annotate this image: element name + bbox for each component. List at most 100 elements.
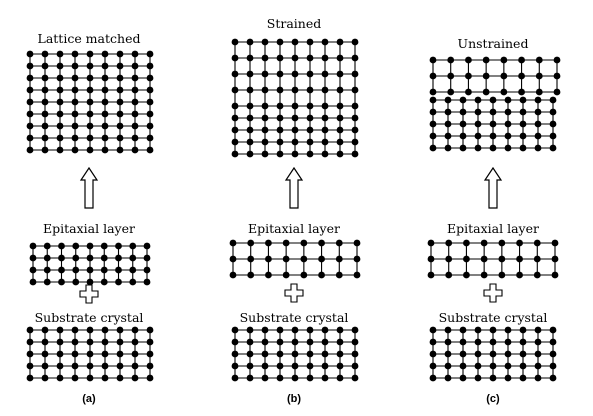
atom bbox=[276, 338, 284, 346]
atom bbox=[71, 86, 79, 94]
atom bbox=[146, 86, 154, 94]
atom bbox=[26, 74, 34, 82]
atom bbox=[276, 114, 284, 122]
atom bbox=[336, 38, 344, 46]
atom bbox=[489, 108, 497, 116]
epitaxial-label-a: Epitaxial layer bbox=[43, 221, 135, 236]
atom bbox=[351, 86, 359, 94]
atom bbox=[86, 338, 94, 346]
atom bbox=[265, 255, 272, 263]
atom bbox=[246, 150, 254, 158]
atom bbox=[318, 271, 325, 279]
atom bbox=[306, 86, 314, 94]
atom bbox=[71, 98, 79, 106]
atom bbox=[131, 134, 139, 142]
atom bbox=[474, 132, 482, 140]
atom bbox=[26, 362, 34, 370]
atom bbox=[115, 242, 122, 250]
atom bbox=[246, 54, 254, 62]
atom bbox=[246, 102, 254, 110]
atom bbox=[282, 255, 290, 263]
atom bbox=[101, 374, 109, 382]
atom bbox=[445, 271, 453, 279]
atom bbox=[534, 350, 542, 358]
atom bbox=[43, 278, 51, 286]
atom bbox=[129, 242, 137, 250]
atom bbox=[534, 96, 542, 104]
atom bbox=[41, 122, 49, 130]
substrate-label-a: Substrate crystal bbox=[35, 310, 144, 325]
atom bbox=[535, 56, 543, 64]
atom bbox=[229, 239, 237, 247]
atom bbox=[71, 110, 79, 118]
atom bbox=[143, 266, 151, 274]
atom bbox=[300, 255, 308, 263]
atom bbox=[115, 278, 122, 286]
atom bbox=[335, 255, 343, 263]
atom bbox=[429, 56, 437, 64]
plus-sign-c bbox=[483, 283, 503, 303]
atom bbox=[321, 362, 329, 370]
atom bbox=[291, 350, 299, 358]
atom bbox=[56, 62, 64, 70]
atom bbox=[429, 350, 437, 358]
atom bbox=[131, 50, 139, 58]
result-label-b: Strained bbox=[267, 16, 321, 31]
atom bbox=[58, 242, 65, 250]
atom bbox=[500, 88, 508, 96]
atom bbox=[26, 146, 34, 154]
atom bbox=[231, 38, 239, 46]
atom bbox=[101, 362, 109, 370]
atom bbox=[116, 326, 124, 334]
atom bbox=[549, 350, 557, 358]
atom bbox=[429, 108, 437, 116]
atom bbox=[321, 326, 329, 334]
atom bbox=[86, 362, 94, 370]
atom bbox=[276, 362, 284, 370]
atom bbox=[291, 38, 299, 46]
atom bbox=[429, 72, 437, 80]
atom bbox=[56, 86, 64, 94]
atom bbox=[247, 239, 255, 247]
atom bbox=[86, 242, 94, 250]
atom bbox=[336, 150, 344, 158]
atom bbox=[261, 138, 269, 146]
atom bbox=[519, 338, 527, 346]
atom bbox=[498, 271, 506, 279]
atom bbox=[261, 70, 269, 78]
atom bbox=[549, 144, 557, 152]
atom bbox=[504, 120, 512, 128]
atom bbox=[518, 56, 525, 64]
atom bbox=[56, 110, 64, 118]
atom bbox=[474, 338, 482, 346]
atom bbox=[116, 146, 124, 154]
atom bbox=[429, 96, 437, 104]
atom bbox=[56, 74, 64, 82]
atom bbox=[146, 122, 154, 130]
plus-sign-a bbox=[79, 284, 99, 304]
atom bbox=[504, 326, 512, 334]
atom bbox=[146, 338, 154, 346]
atom bbox=[276, 138, 284, 146]
atom bbox=[306, 374, 314, 382]
atom bbox=[551, 271, 559, 279]
atom bbox=[72, 254, 80, 262]
atom bbox=[71, 146, 79, 154]
atom bbox=[41, 374, 49, 382]
atom bbox=[306, 38, 314, 46]
atom bbox=[261, 102, 269, 110]
atom bbox=[56, 338, 64, 346]
atom bbox=[353, 271, 361, 279]
atom bbox=[318, 239, 325, 247]
atom bbox=[489, 326, 497, 334]
caption-a: (a) bbox=[82, 393, 96, 405]
atom bbox=[534, 108, 542, 116]
atom bbox=[351, 38, 359, 46]
atom bbox=[429, 338, 437, 346]
atom bbox=[26, 122, 34, 130]
atom bbox=[231, 86, 239, 94]
atom bbox=[321, 138, 329, 146]
atom bbox=[131, 98, 139, 106]
atom bbox=[489, 144, 497, 152]
atom bbox=[41, 86, 49, 94]
